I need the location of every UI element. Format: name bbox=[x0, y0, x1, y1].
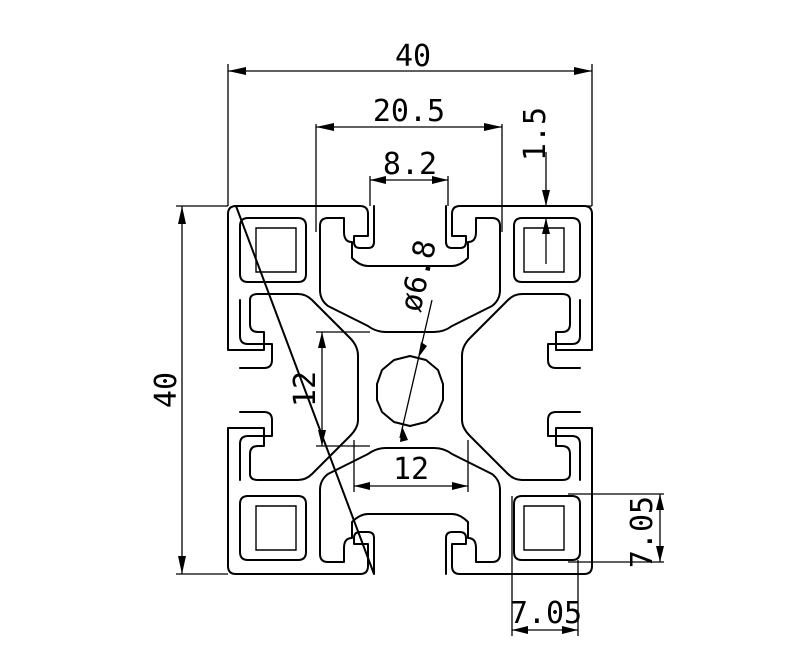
dim-slot-outer-width: 20.5 bbox=[315, 94, 503, 232]
dim-web-height-label: 12 bbox=[288, 371, 323, 407]
profile-outline bbox=[227, 205, 593, 575]
dim-web-width: 12 bbox=[353, 440, 469, 492]
dim-cavity-width-label: 7.05 bbox=[510, 596, 582, 631]
dimensions: 40 20.5 8.2 1.5 bbox=[149, 39, 664, 636]
cavity-top-right bbox=[513, 217, 581, 283]
center-bore bbox=[376, 355, 444, 427]
cavity-bottom-right-inner bbox=[523, 505, 565, 551]
dim-web-width-label: 12 bbox=[393, 452, 429, 487]
right-slot-inner bbox=[547, 299, 581, 481]
dim-cavity-height-label: 7.05 bbox=[625, 496, 660, 568]
cavity-top-right-inner bbox=[523, 227, 565, 273]
corner-cavities bbox=[239, 217, 581, 561]
dim-overall-height: 40 bbox=[149, 205, 228, 575]
dim-bore-diameter-label: ø6.8 bbox=[394, 237, 444, 315]
left-slot-inner bbox=[239, 299, 273, 481]
dim-cavity-width: 7.05 bbox=[510, 496, 582, 636]
dim-overall-width: 40 bbox=[227, 39, 593, 206]
dim-lip-thickness-label: 1.5 bbox=[518, 107, 553, 161]
cavity-top-left-inner bbox=[255, 227, 297, 273]
dim-overall-height-label: 40 bbox=[149, 372, 184, 408]
bottom-slot-inner bbox=[319, 447, 501, 563]
top-slot-inner bbox=[319, 217, 501, 333]
cavity-top-left bbox=[239, 217, 307, 283]
dim-slot-opening-label: 8.2 bbox=[383, 147, 437, 182]
outer-contour bbox=[227, 205, 593, 575]
dim-overall-width-label: 40 bbox=[395, 39, 431, 74]
cavity-bottom-right bbox=[513, 495, 581, 561]
center-bore-circle bbox=[376, 355, 444, 427]
dim-lip-thickness: 1.5 bbox=[518, 107, 592, 264]
dim-slot-outer-width-label: 20.5 bbox=[373, 94, 445, 129]
cavity-bottom-left bbox=[239, 495, 307, 561]
dim-web-height: 12 bbox=[288, 331, 370, 447]
dim-cavity-height: 7.05 bbox=[568, 493, 664, 568]
dim-slot-opening: 8.2 bbox=[369, 147, 449, 206]
dim-bore-diameter: ø6.8 bbox=[394, 237, 444, 442]
cavity-bottom-left-inner bbox=[255, 505, 297, 551]
